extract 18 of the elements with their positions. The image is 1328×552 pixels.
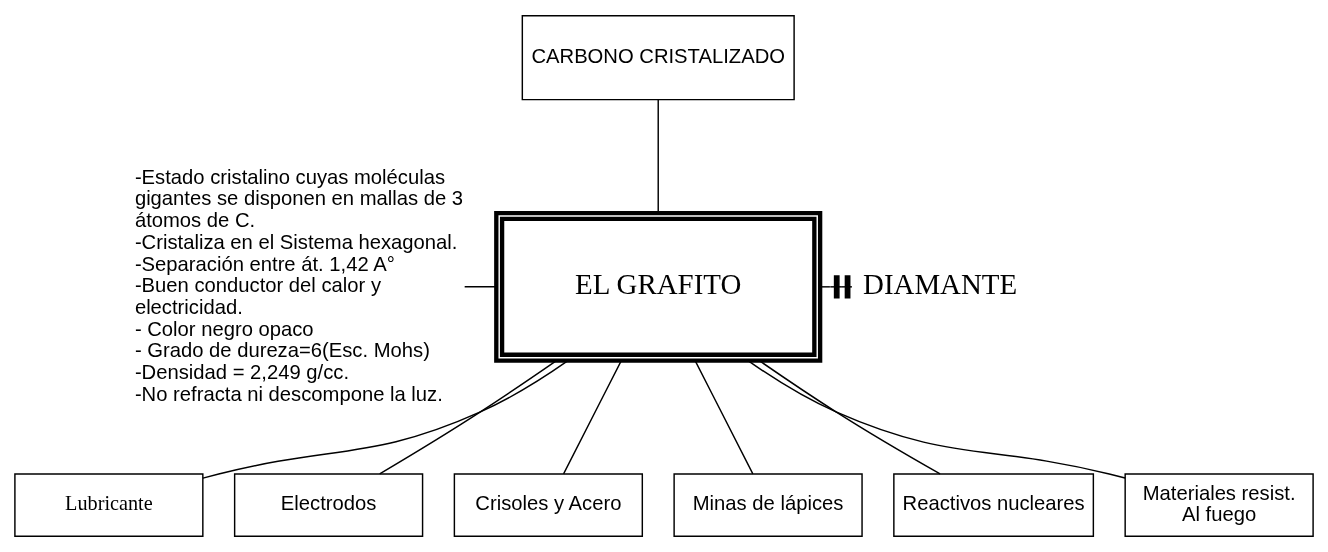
node-box: Reactivos nucleares (893, 473, 1095, 537)
node-box: CARBONO CRISTALIZADO (521, 15, 795, 101)
node-box: Crisoles y Acero (453, 473, 644, 537)
node-box: Materiales resist. Al fuego (1124, 473, 1314, 537)
node-box: EL GRAFITO (494, 210, 823, 363)
connector (758, 359, 941, 475)
connector (694, 359, 754, 475)
node-box: Electrodos (233, 473, 424, 537)
connector (378, 359, 558, 475)
connector (747, 360, 1126, 479)
connector (657, 99, 659, 214)
node-box: Minas de lápices (673, 473, 863, 537)
connector (202, 359, 569, 479)
node-text: DIAMANTE (863, 268, 1018, 301)
node-box: Lubricante (14, 473, 204, 537)
connector (463, 286, 497, 288)
node-text: -Estado cristalino cuyas moléculas gigantes se disponen en mallas de 3 átomos de C. -Cristaliza en el Sistema hexagonal. -Separación entre át. 1,42 A° -Buen conductor del calor y electricidad. - Color negro opaco - Grado de dureza=6(Esc. Mohs) -Densidad = 2,249 g/cc. -No refracta ni descompone la luz. (134, 165, 464, 405)
connector (562, 359, 623, 475)
